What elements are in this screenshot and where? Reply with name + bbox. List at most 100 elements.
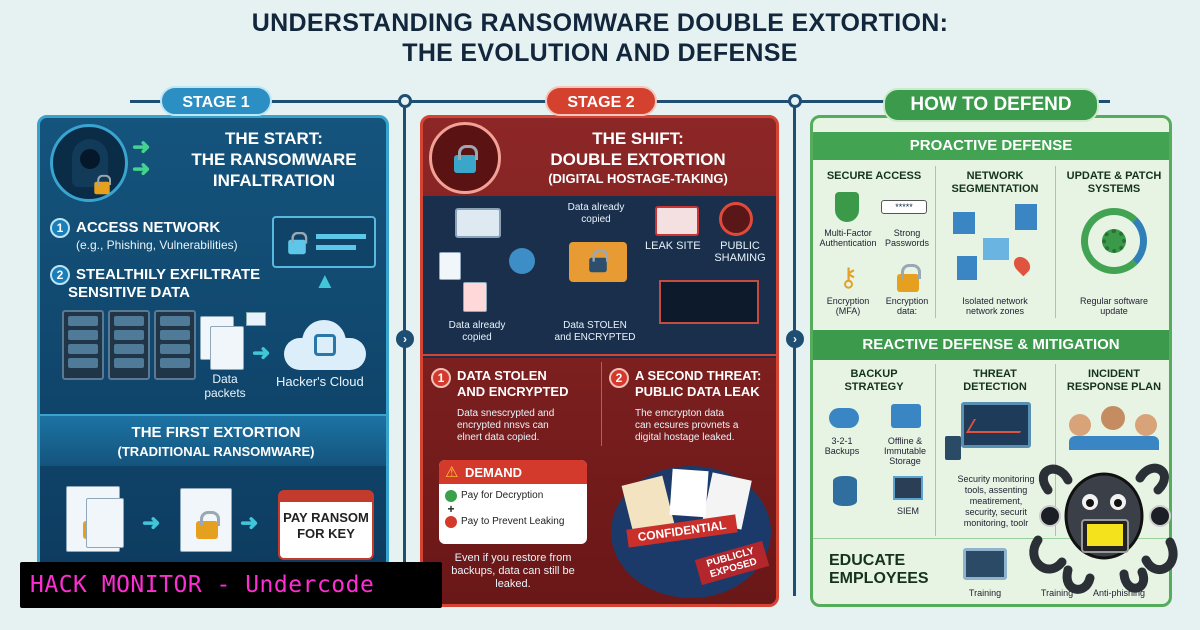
- arrow-right-icon: ➜: [252, 340, 271, 365]
- heading-line: THE RANSOMWARE: [191, 150, 357, 169]
- training-screen-icon: [963, 548, 1007, 580]
- title-line: A SECOND THREAT:: [635, 368, 762, 383]
- label-line: Data already: [567, 202, 625, 213]
- training-label-2: Training: [1040, 588, 1074, 598]
- document-icon: [463, 282, 487, 312]
- mfa-label: Multi-Factor Authentication: [813, 228, 883, 248]
- leak-site-icon: [655, 206, 699, 236]
- label-line: Regular software: [1079, 296, 1149, 306]
- title-line: EDUCATE: [829, 552, 906, 569]
- strong-passwords-label: Strong Passwords: [879, 228, 935, 248]
- note-line: meatirement,: [969, 496, 1023, 506]
- arrow-right-icon: ➜: [142, 510, 161, 535]
- copied-left-label: Data already copied: [429, 320, 525, 344]
- step-1-subtitle: (e.g., Phishing, Vulnerabilities): [76, 238, 238, 252]
- step-2-title-line: STEALTHILY EXFILTRATE: [76, 266, 261, 283]
- stage-2-vdivider: [601, 362, 602, 446]
- label-line: copied: [462, 332, 492, 343]
- label-line: Multi-Factor: [824, 228, 872, 238]
- password-field-icon: *****: [881, 200, 927, 214]
- hacker-icon: [50, 124, 128, 202]
- envelope-icon: [246, 312, 266, 326]
- device-icon: [945, 436, 961, 460]
- block-1-body: Data snescrypted and encrypted nnsvs can…: [457, 408, 554, 444]
- shield-icon: [835, 192, 859, 222]
- label-line: Data already: [448, 320, 506, 331]
- server-icon: [108, 310, 150, 380]
- refresh-gear-icon: [1081, 208, 1147, 274]
- stage-1-heading: THE START: THE RANSOMWARE INFALTRATION: [158, 128, 386, 191]
- label-line: packets: [204, 386, 246, 400]
- stage-2-panel: THE SHIFT: DOUBLE EXTORTION (DIGITAL HOS…: [420, 115, 779, 607]
- locked-folder-icon: [569, 242, 627, 282]
- check-icon: [445, 490, 457, 502]
- secure-screen-icon: [272, 216, 376, 268]
- stage-2-divider: [423, 354, 776, 356]
- label-line: Authentication: [819, 238, 877, 248]
- stage-1-panel: ➜ ➜ THE START: THE RANSOMWARE INFALTRATI…: [37, 115, 389, 607]
- update-note: Regular software update: [1055, 296, 1169, 316]
- monitor-chart-icon: [961, 402, 1031, 448]
- heading-line: INFALTRATION: [212, 171, 336, 190]
- title-line: UPDATE & PATCH: [1066, 170, 1162, 182]
- label-line: copied: [581, 214, 611, 225]
- note-line: tools, assenting: [964, 485, 1028, 495]
- defend-panel: PROACTIVE DEFENSE SECURE ACCESS ***** Mu…: [810, 115, 1172, 607]
- label-line: data:: [896, 306, 918, 316]
- body-line: Data snescrypted and: [457, 408, 555, 419]
- column-divider: [1055, 166, 1056, 318]
- heading-line: THE START:: [225, 129, 323, 148]
- title-line: BACKUP: [850, 368, 898, 380]
- title-line: SYSTEMS: [1087, 183, 1141, 195]
- threat-detection-title: THREAT DETECTION: [935, 368, 1055, 394]
- title-line: AND ENCRYPTED: [457, 384, 569, 399]
- folder-icon: [891, 404, 921, 428]
- stolen-label: Data STOLEN and ENCRYPTED: [545, 320, 645, 344]
- locked-file-icon: [180, 488, 232, 552]
- chevron-right-icon: ›: [396, 330, 414, 348]
- note-line: Security monitoring: [957, 474, 1035, 484]
- educate-divider: [813, 538, 1169, 539]
- laptop-icon: [455, 208, 501, 238]
- arrow-right-icon: ➜: [132, 156, 151, 181]
- target-lock-icon: [429, 122, 501, 194]
- how-to-defend-pill: HOW TO DEFEND: [883, 88, 1099, 122]
- block-1-title: DATA STOLEN AND ENCRYPTED: [457, 368, 568, 400]
- body-line: encrypted nnsvs can: [457, 420, 549, 431]
- note-line: security, securit: [965, 507, 1027, 517]
- body-line: elnert data copied.: [457, 432, 540, 443]
- title-line: DATA STOLEN: [457, 368, 547, 383]
- label-line: Offline &: [887, 436, 923, 446]
- arrow-right-icon: ➜: [240, 510, 259, 535]
- document-icon: [210, 326, 244, 370]
- flow-line-v1: [403, 106, 406, 596]
- first-extortion-subtitle: (TRADITIONAL RANSOMWARE): [117, 444, 315, 459]
- step-number: 1: [431, 368, 451, 388]
- stage-2-pill: STAGE 2: [545, 86, 657, 116]
- secure-access-title: SECURE ACCESS: [826, 170, 922, 182]
- arrow-right-icon: ➜: [132, 134, 151, 159]
- note-line: monitoring, toolr: [963, 518, 1029, 528]
- octopus-hacker-icon: [1028, 450, 1180, 600]
- reactive-header: REACTIVE DEFENSE & MITIGATION: [813, 330, 1169, 360]
- demand-plus: +: [447, 502, 455, 516]
- ransom-note: PAY RANSOM FOR KEY: [278, 490, 374, 560]
- database-icon: [833, 476, 857, 506]
- demand-item-2: Pay to Prevent Leaking: [461, 516, 565, 527]
- threat-note: Security monitoring tools, assenting mea…: [937, 474, 1055, 529]
- chevron-right-icon: ›: [786, 330, 804, 348]
- lock-icon: [897, 264, 921, 292]
- note-line: leaked.: [495, 578, 531, 590]
- isolated-zones-label: Isolated network network zones: [935, 296, 1055, 316]
- server-icon: [62, 310, 104, 380]
- server-icon: [154, 310, 196, 380]
- title-line: RESPONSE PLAN: [1066, 381, 1162, 393]
- title-line-2: THE EVOLUTION AND DEFENSE: [402, 39, 798, 67]
- title-line: NETWORK: [966, 170, 1024, 182]
- siem-chart-icon: [893, 476, 923, 500]
- note-line: backups, data can still be: [451, 565, 575, 577]
- badge-text: HACK MONITOR - Undercode: [30, 572, 375, 598]
- title-line-1: UNDERSTANDING RANSOMWARE DOUBLE EXTORTIO…: [251, 9, 949, 37]
- step-number: 2: [609, 368, 629, 388]
- network-zones-icon: [953, 204, 1039, 284]
